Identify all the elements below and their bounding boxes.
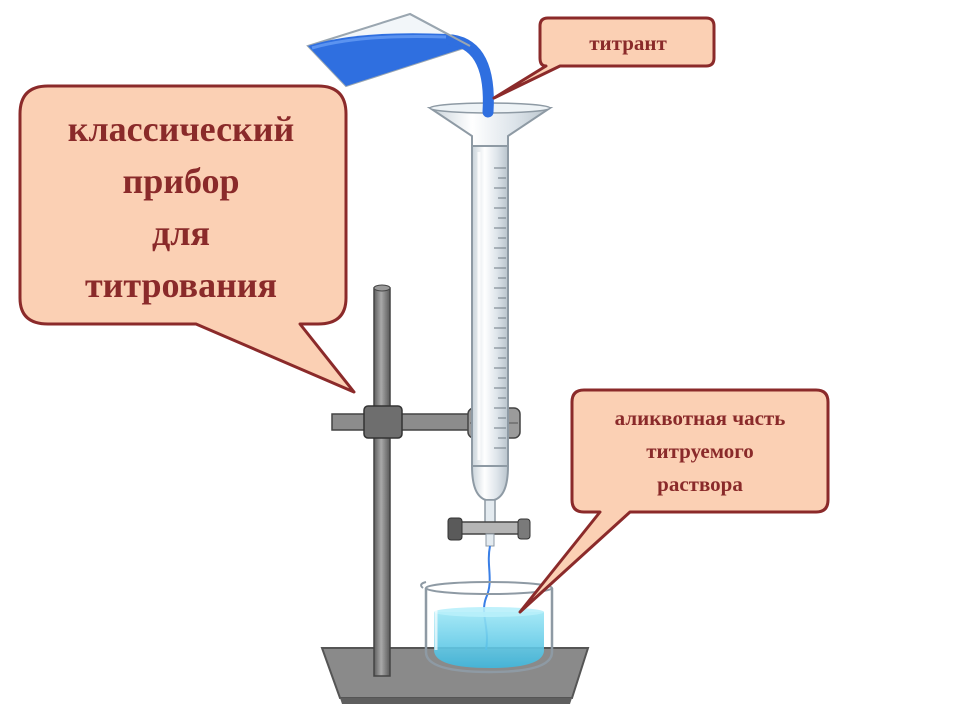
stopcock-icon: [447, 517, 531, 547]
titrant-callout-shape: [492, 16, 716, 100]
aliquot-label: аликвотная часть титруемого раствора: [572, 392, 828, 510]
aliquot-label-line: титруемого: [646, 438, 754, 463]
main-label: классический прибор для титрования: [22, 92, 340, 322]
aliquot-label-line: раствора: [657, 471, 743, 496]
aliquot-callout-shape: [518, 388, 830, 614]
burette-icon: [470, 145, 510, 529]
main-label-line: классический: [67, 109, 295, 149]
titrant-container: [306, 12, 494, 118]
main-label-line: прибор: [122, 161, 240, 201]
main-label-line: для: [152, 213, 210, 253]
titrant-label-text: титрант: [589, 30, 667, 55]
main-label-line: титрования: [84, 265, 278, 305]
titrant-label: титрант: [542, 20, 714, 66]
main-callout-shape: [18, 84, 356, 394]
aliquot-label-line: аликвотная часть: [614, 405, 786, 430]
beaker-icon: [420, 581, 554, 674]
stand-icon: [373, 284, 391, 677]
